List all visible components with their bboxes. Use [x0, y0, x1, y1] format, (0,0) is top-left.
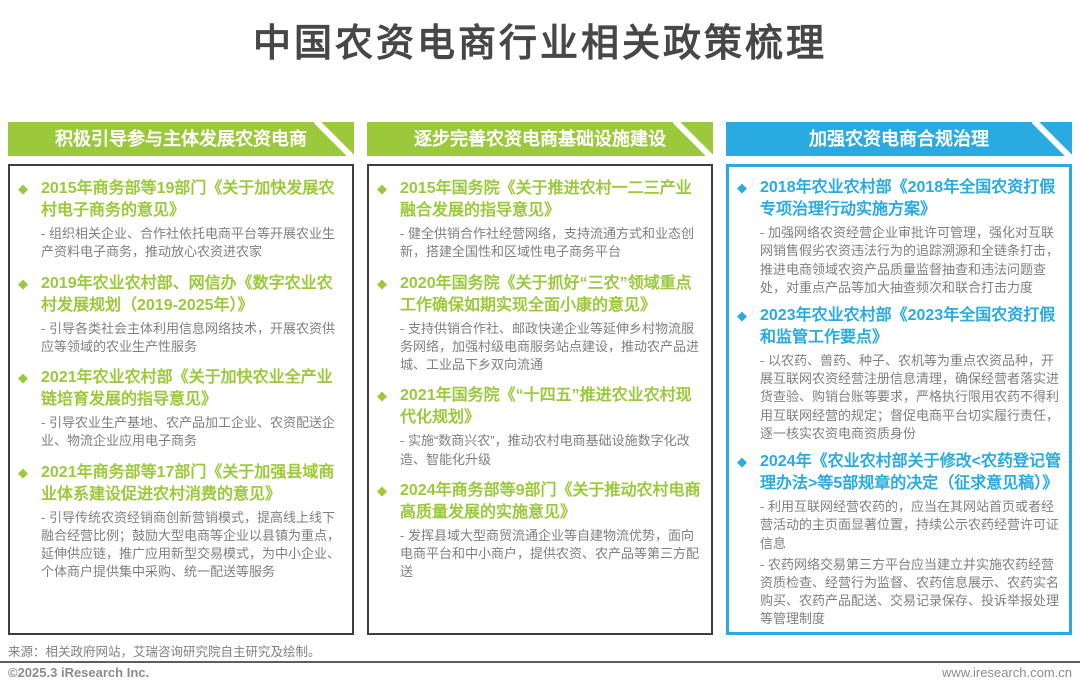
website-label: www.iresearch.com.cn	[941, 665, 1072, 680]
policy-title: 2024年《农业农村部关于修改<农药登记管理办法>等5部规章的决定（征求意见稿）…	[760, 453, 1061, 493]
policy-desc: - 发挥县域大型商贸流通企业等自建物流优势，面向电商平台和中小商户，提供农资、农…	[400, 527, 700, 580]
policy-title-row: ◆ 2019年农业农村部、网信办《数字农业农村发展规划（2019-2025年）》	[18, 273, 344, 317]
policy-title: 2021年农业农村部《关于加快农业全产业链培育发展的指导意见》	[41, 369, 333, 409]
diamond-bullet-icon: ◆	[18, 370, 28, 386]
pen-slash-icon	[1031, 122, 1072, 156]
policy-title: 2018年农业农村部《2018年全国农资打假专项治理行动实施方案》	[760, 179, 1056, 219]
policy-desc: - 引导各类社会主体利用信息网络技术，开展农资供应等领域的农业生产性服务	[41, 320, 335, 354]
column-header-compliance: 加强农资电商合规治理	[726, 122, 1072, 156]
policy-item: ◆ 2021年商务部等17部门《关于加强县域商业体系建设促进农村消费的意见》 -…	[18, 462, 344, 582]
diamond-bullet-icon: ◆	[737, 454, 747, 469]
policy-title: 2023年农业农村部《2023年全国农资打假和监管工作要点》	[760, 306, 1056, 346]
policy-title-row: ◆ 2021年商务部等17部门《关于加强县域商业体系建设促进农村消费的意见》	[18, 462, 344, 506]
policy-item: ◆ 2015年国务院《关于推进农村一二三产业融合发展的指导意见》 - 健全供销合…	[377, 178, 703, 262]
copyright-label: ©2025.3 iResearch Inc.	[8, 665, 150, 680]
policy-item: ◆ 2019年农业农村部、网信办《数字农业农村发展规划（2019-2025年）》…	[18, 273, 344, 357]
policy-title-row: ◆ 2015年国务院《关于推进农村一二三产业融合发展的指导意见》	[377, 178, 703, 222]
policy-desc: - 引导传统农资经销商创新营销模式，提高线上线下融合经营比例；鼓励大型电商等企业…	[41, 509, 341, 580]
policy-title-row: ◆ 2021年农业农村部《关于加快农业全产业链培育发展的指导意见》	[18, 367, 344, 411]
policy-title-row: ◆ 2018年农业农村部《2018年全国农资打假专项治理行动实施方案》	[737, 177, 1061, 221]
policy-title: 2015年国务院《关于推进农村一二三产业融合发展的指导意见》	[400, 180, 692, 220]
column-participation: 积极引导参与主体发展农资电商 ◆ 2015年商务部等19部门《关于加快发展农村电…	[8, 122, 354, 635]
policy-title-row: ◆ 2021年国务院《“十四五”推进农业农村现代化规划》	[377, 385, 703, 429]
policy-columns: 积极引导参与主体发展农资电商 ◆ 2015年商务部等19部门《关于加快发展农村电…	[8, 122, 1072, 635]
policy-desc: - 加强网络农资经营企业审批许可管理，强化对互联网销售假劣农资违法行为的追踪溯源…	[760, 225, 1060, 295]
pen-slash-icon	[313, 122, 354, 156]
policy-item: ◆ 2020年国务院《关于抓好“三农”领域重点工作确保如期实现全面小康的意见》 …	[377, 273, 703, 375]
column-infrastructure: 逐步完善农资电商基础设施建设 ◆ 2015年国务院《关于推进农村一二三产业融合发…	[367, 122, 713, 635]
policy-item: ◆ 2024年商务部等9部门《关于推动农村电商高质量发展的实施意见》 - 发挥县…	[377, 480, 703, 582]
column-header-label: 积极引导参与主体发展农资电商	[55, 129, 307, 149]
column-body-infrastructure: ◆ 2015年国务院《关于推进农村一二三产业融合发展的指导意见》 - 健全供销合…	[367, 164, 713, 635]
policy-title-row: ◆ 2024年《农业农村部关于修改<农药登记管理办法>等5部规章的决定（征求意见…	[737, 451, 1061, 495]
policy-title: 2020年国务院《关于抓好“三农”领域重点工作确保如期实现全面小康的意见》	[400, 274, 692, 314]
policy-title: 2021年国务院《“十四五”推进农业农村现代化规划》	[400, 387, 692, 427]
policy-desc: - 实施“数商兴农”，推动农村电商基础设施数字化改造、智能化升级	[400, 433, 690, 467]
diamond-bullet-icon: ◆	[377, 181, 387, 196]
policy-title-row: ◆ 2024年商务部等9部门《关于推动农村电商高质量发展的实施意见》	[377, 480, 703, 524]
policy-item: ◆ 2024年《农业农村部关于修改<农药登记管理办法>等5部规章的决定（征求意见…	[737, 451, 1061, 628]
column-body-compliance: ◆ 2018年农业农村部《2018年全国农资打假专项治理行动实施方案》 - 加强…	[726, 164, 1072, 635]
column-header-infrastructure: 逐步完善农资电商基础设施建设	[367, 122, 713, 156]
policy-title: 2015年商务部等19部门《关于加快发展农村电子商务的意见》	[41, 180, 335, 220]
policy-title-row: ◆ 2015年商务部等19部门《关于加快发展农村电子商务的意见》	[18, 178, 344, 222]
diamond-bullet-icon: ◆	[18, 275, 28, 291]
page-title: 中国农资电商行业相关政策梳理	[252, 23, 827, 65]
diamond-bullet-icon: ◆	[737, 307, 747, 323]
policy-title-row: ◆ 2023年农业农村部《2023年全国农资打假和监管工作要点》	[737, 305, 1061, 349]
diamond-bullet-icon: ◆	[737, 180, 747, 195]
diamond-bullet-icon: ◆	[377, 275, 387, 291]
column-compliance: 加强农资电商合规治理 ◆ 2018年农业农村部《2018年全国农资打假专项治理行…	[726, 122, 1072, 635]
policy-title: 2021年商务部等17部门《关于加强县域商业体系建设促进农村消费的意见》	[41, 463, 335, 503]
policy-desc: - 健全供销合作社经营网络，支持流通方式和业态创新，搭建全国性和区域性电子商务平…	[400, 226, 694, 260]
source-note: 来源：相关政府网站，艾瑞咨询研究院自主研究及绘制。	[8, 645, 321, 659]
policy-desc: - 引导农业生产基地、农产品加工企业、农资配送企业、物流企业应用电子商务	[41, 415, 335, 449]
diamond-bullet-icon: ◆	[18, 181, 28, 196]
column-body-participation: ◆ 2015年商务部等19部门《关于加快发展农村电子商务的意见》 - 组织相关企…	[8, 164, 354, 635]
policy-title: 2019年农业农村部、网信办《数字农业农村发展规划（2019-2025年）》	[41, 274, 333, 314]
policy-desc: - 组织相关企业、合作社依托电商平台等开展农业生产资料电子商务，推动放心农资进农…	[41, 226, 335, 260]
diamond-bullet-icon: ◆	[377, 482, 387, 498]
policy-title: 2024年商务部等9部门《关于推动农村电商高质量发展的实施意见》	[400, 481, 701, 521]
policy-title-row: ◆ 2020年国务院《关于抓好“三农”领域重点工作确保如期实现全面小康的意见》	[377, 273, 703, 317]
policy-item: ◆ 2015年商务部等19部门《关于加快发展农村电子商务的意见》 - 组织相关企…	[18, 178, 344, 262]
column-header-label: 加强农资电商合规治理	[809, 129, 989, 149]
diamond-bullet-icon: ◆	[18, 464, 28, 480]
policy-desc: - 农药网络交易第三方平台应当建立并实施农药经营资质检查、经营行为监督、农药信息…	[760, 556, 1060, 627]
policy-item: ◆ 2021年农业农村部《关于加快农业全产业链培育发展的指导意见》 - 引导农业…	[18, 367, 344, 451]
footer-divider	[0, 661, 1080, 663]
pen-slash-icon	[672, 122, 713, 156]
policy-desc: - 以农药、兽药、种子、农机等为重点农资品种，开展互联网农资经营注册信息清理，确…	[760, 353, 1060, 441]
policy-item: ◆ 2018年农业农村部《2018年全国农资打假专项治理行动实施方案》 - 加强…	[737, 177, 1061, 297]
column-header-label: 逐步完善农资电商基础设施建设	[414, 129, 666, 149]
policy-desc: - 支持供销合作社、邮政快递企业等延伸乡村物流服务网络，加强村级电商服务站点建设…	[400, 320, 700, 373]
column-header-participation: 积极引导参与主体发展农资电商	[8, 122, 354, 156]
diamond-bullet-icon: ◆	[377, 388, 387, 404]
policy-desc: - 利用互联网经营农药的，应当在其网站首页或者经营活动的主页面显著位置，持续公示…	[760, 499, 1060, 551]
policy-item: ◆ 2023年农业农村部《2023年全国农资打假和监管工作要点》 - 以农药、兽…	[737, 305, 1061, 443]
policy-item: ◆ 2021年国务院《“十四五”推进农业农村现代化规划》 - 实施“数商兴农”，…	[377, 385, 703, 469]
